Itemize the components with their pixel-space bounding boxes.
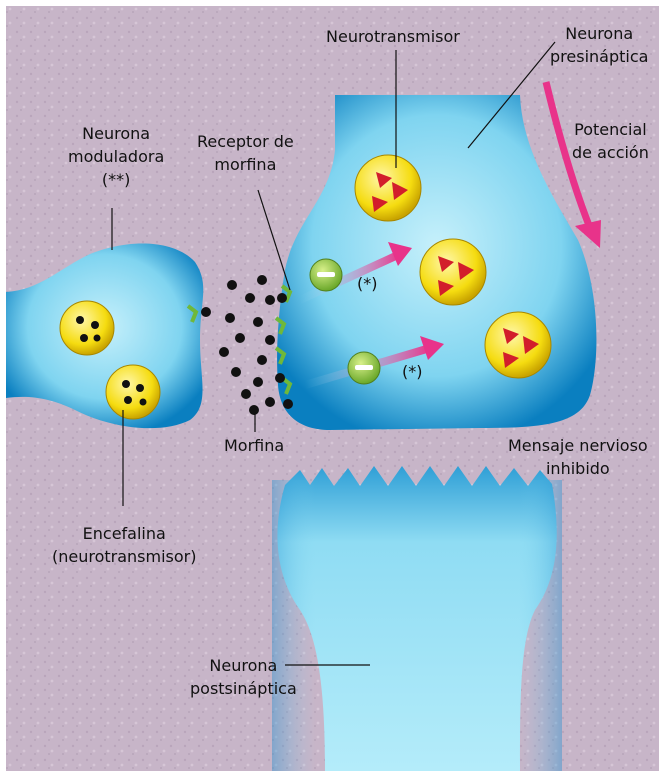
label-post-line2: postsináptica	[190, 677, 297, 700]
label-moduladora-line3: (**)	[68, 168, 164, 191]
label-neurona-presinaptica-line2: presináptica	[550, 45, 648, 68]
inhibitor-ion	[310, 259, 342, 291]
encephalin-vesicle	[60, 301, 114, 355]
label-receptor-line1: Receptor de	[197, 130, 294, 153]
label-mensaje-line2: inhibido	[508, 457, 648, 480]
label-neurotransmisor: Neurotransmisor	[326, 25, 460, 48]
label-mensaje-nervioso: Mensaje nervioso inhibido	[508, 434, 648, 480]
inhibitor-ion	[348, 352, 380, 384]
label-potencial-line2: de acción	[572, 141, 649, 164]
label-encefalina-line2: (neurotransmisor)	[52, 545, 197, 568]
label-neurona-moduladora: Neurona moduladora (**)	[68, 122, 164, 191]
label-receptor-line2: morfina	[197, 153, 294, 176]
label-receptor-de-morfina: Receptor de morfina	[197, 130, 294, 176]
label-neurona-presinaptica: Neurona presináptica	[550, 22, 648, 68]
label-neurona-presinaptica-line1: Neurona	[550, 22, 648, 45]
neurotransmitter-vesicle	[485, 312, 551, 378]
label-neurona-postsinaptica: Neurona postsináptica	[190, 654, 297, 700]
label-moduladora-line1: Neurona	[68, 122, 164, 145]
postsynaptic-shading	[272, 480, 562, 771]
marker-asterisk-2: (*)	[402, 362, 422, 381]
label-neurotransmisor-text: Neurotransmisor	[326, 27, 460, 46]
label-encefalina-line1: Encefalina	[52, 522, 197, 545]
label-potencial-line1: Potencial	[572, 118, 649, 141]
neurotransmitter-vesicle	[420, 239, 486, 305]
label-post-line1: Neurona	[190, 654, 297, 677]
encephalin-vesicle	[106, 365, 160, 419]
label-morfina-text: Morfina	[224, 436, 284, 455]
label-potencial-de-accion: Potencial de acción	[572, 118, 649, 164]
marker-asterisk-1: (*)	[357, 274, 377, 293]
label-encefalina: Encefalina (neurotransmisor)	[52, 522, 197, 568]
label-morfina: Morfina	[224, 434, 284, 457]
label-moduladora-line2: moduladora	[68, 145, 164, 168]
neurotransmitter-vesicle	[355, 155, 421, 221]
label-mensaje-line1: Mensaje nervioso	[508, 434, 648, 457]
